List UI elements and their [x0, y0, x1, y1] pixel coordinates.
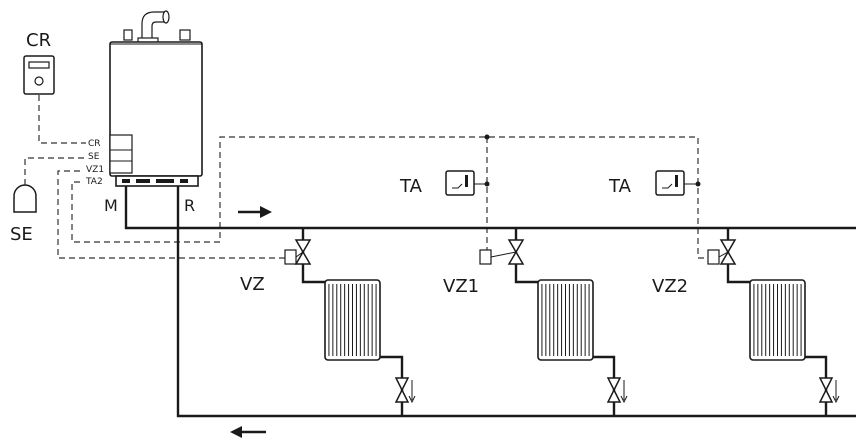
return-label-r: R [184, 196, 195, 215]
terminal-vz1: VZ1 [86, 165, 104, 175]
terminal-cr: CR [88, 139, 101, 149]
return-direction-arrow [230, 426, 266, 438]
thermostat-label-1: TA [399, 176, 423, 197]
radiator-icon [537, 279, 594, 361]
radiator-icon [324, 279, 381, 361]
check-valve-icon [818, 377, 840, 404]
flow-label-m: M [104, 196, 118, 215]
zone-valve-icon [479, 239, 525, 265]
cr-label: CR [26, 30, 51, 51]
thermostat-label-2: TA [608, 176, 632, 197]
control-wiring [24, 95, 714, 259]
zone-valve-label-1: VZ1 [443, 276, 479, 297]
terminal-ta2: TA2 [85, 177, 103, 187]
room-thermostat-icon [655, 170, 698, 196]
remote-control-icon [23, 55, 55, 95]
zone-valve-label: VZ [240, 274, 265, 295]
room-thermostat-icon [445, 170, 487, 196]
boiler [109, 10, 203, 187]
terminal-se: SE [88, 152, 100, 162]
terminal-strip: CR SE VZ1 TA2 [85, 139, 104, 187]
check-valve-icon [606, 377, 628, 404]
pipework [124, 186, 856, 418]
se-label: SE [10, 224, 33, 245]
flow-direction-arrow [238, 206, 272, 218]
zone-valve-label-2: VZ2 [652, 276, 688, 297]
check-valve-icon [394, 377, 416, 404]
zone-valve-icon [284, 239, 312, 265]
outdoor-sensor-icon [13, 184, 37, 213]
zone-valve-icon [707, 239, 737, 265]
radiator-icon [749, 279, 806, 361]
